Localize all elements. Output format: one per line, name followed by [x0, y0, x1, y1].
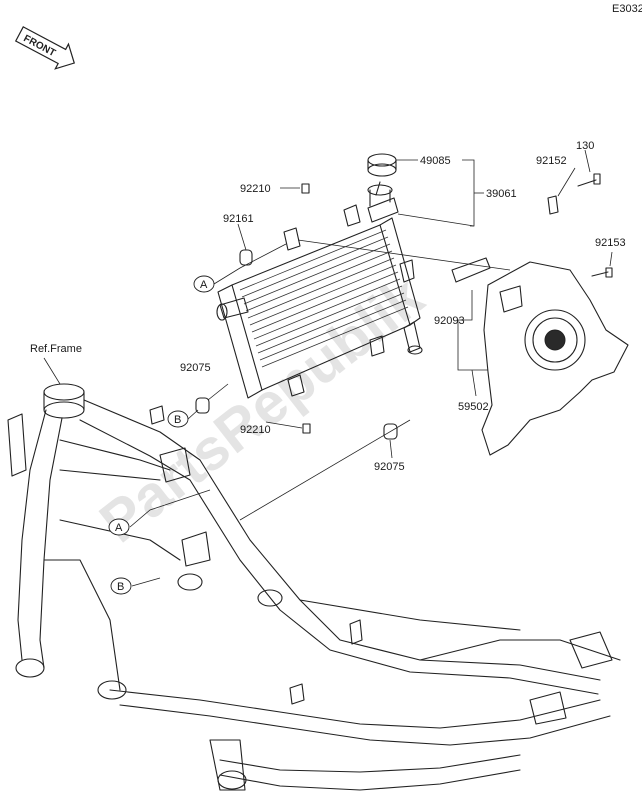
- part-92075-bottom: 92075: [374, 461, 405, 473]
- part-39061: 39061: [486, 188, 517, 200]
- part-92075-left: 92075: [180, 362, 211, 374]
- bolt-92153: [591, 267, 613, 278]
- front-arrow-icon: FRONT: [14, 26, 76, 70]
- collar-92152: [547, 195, 559, 215]
- part-92152: 92152: [536, 155, 567, 167]
- part-92161: 92161: [223, 213, 254, 225]
- grommet-92075-left: [195, 397, 210, 414]
- callout-a-frame-label: A: [115, 522, 123, 534]
- callout-a-top-label: A: [200, 279, 208, 291]
- part-49085: 49085: [420, 155, 451, 167]
- callout-b-top-label: B: [174, 414, 181, 426]
- part-59502: 59502: [458, 401, 489, 413]
- callout-a-frame: A: [108, 518, 130, 536]
- fan-shroud: [451, 257, 629, 456]
- callout-a-top: A: [193, 275, 215, 293]
- bolt-130: [577, 173, 601, 187]
- motorcycle-frame: [7, 383, 621, 791]
- grommet-92075-bottom: [383, 423, 398, 440]
- part-92210-bottom: 92210: [240, 424, 271, 436]
- callout-b-top: B: [167, 410, 189, 428]
- ref-frame-label: Ref.Frame: [30, 343, 82, 355]
- clip-92210-top: [301, 183, 310, 194]
- callout-b-frame: B: [110, 577, 132, 595]
- callout-b-frame-label: B: [117, 581, 124, 593]
- part-92210-top: 92210: [240, 183, 271, 195]
- diagram-code: E3032: [612, 3, 642, 15]
- part-130: 130: [576, 140, 594, 152]
- watermark: PartsRepublik: [88, 263, 436, 555]
- leader-lines: [43, 149, 613, 587]
- part-92093: 92093: [434, 315, 465, 327]
- clip-92210-bottom: [302, 423, 311, 434]
- radiator: [216, 153, 423, 399]
- part-92153: 92153: [595, 237, 626, 249]
